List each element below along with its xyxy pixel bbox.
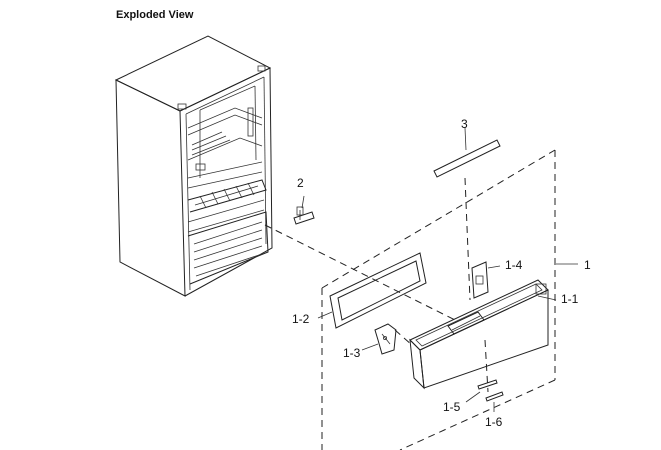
callout-1-6: 1-6 <box>485 415 503 429</box>
callout-1-4: 1-4 <box>505 258 523 272</box>
part-1-5-clip <box>465 379 498 403</box>
part-2-bracket <box>293 195 315 225</box>
refrigerator-cabinet <box>114 35 273 297</box>
assembly-boundary <box>264 149 556 450</box>
part-1-4-latch <box>471 261 501 299</box>
diagram-title: Exploded View <box>116 9 194 21</box>
callout-1-5: 1-5 <box>443 400 461 414</box>
callout-3: 3 <box>461 117 468 131</box>
part-1-3-hinge <box>361 323 397 355</box>
callout-1-3: 1-3 <box>343 346 361 360</box>
part-1-6-clip <box>485 391 504 412</box>
part-1-1-drawer-front <box>409 279 557 390</box>
part-3-cover-strip <box>433 127 501 178</box>
callout-2: 2 <box>297 176 304 190</box>
callout-1-2: 1-2 <box>292 312 310 326</box>
part-1-2-gasket <box>317 252 427 329</box>
callout-1: 1 <box>584 258 591 272</box>
callout-1-1: 1-1 <box>561 292 579 306</box>
